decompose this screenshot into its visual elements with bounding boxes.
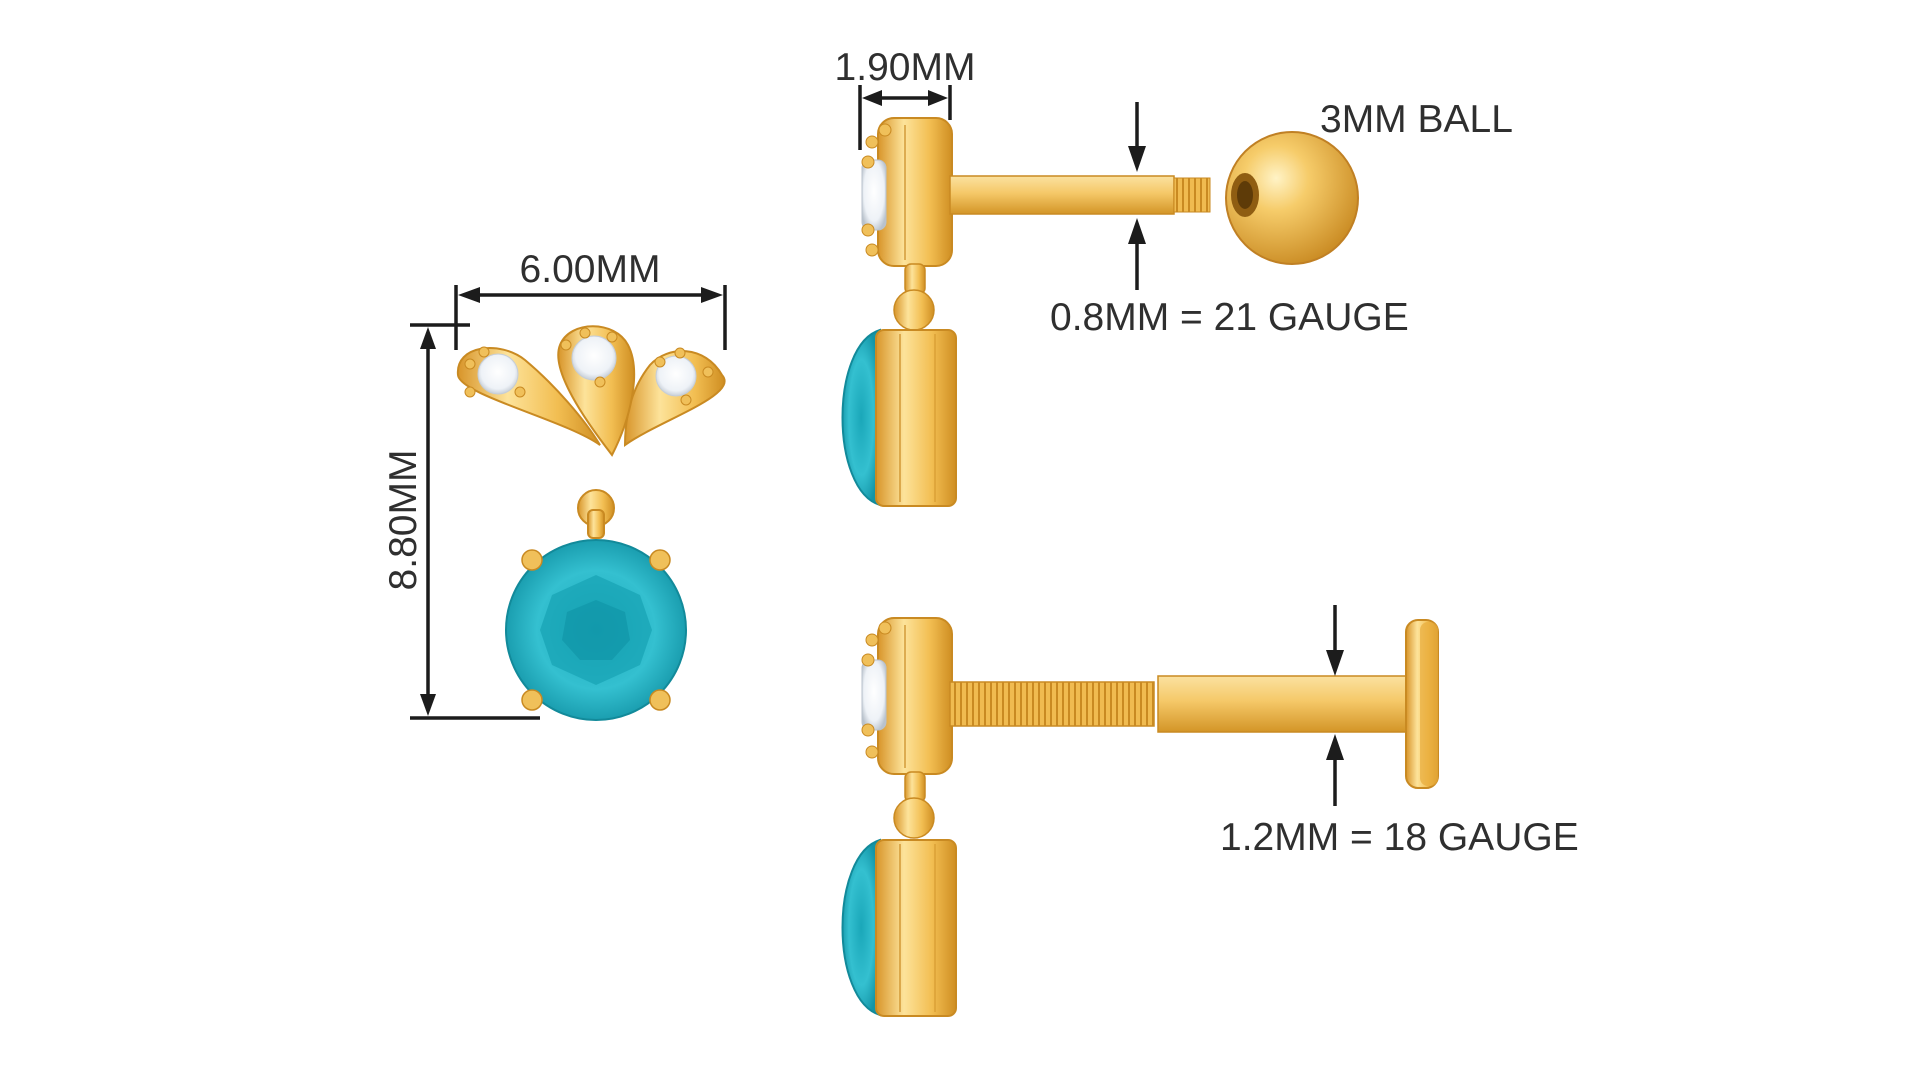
petal-left — [456, 347, 601, 446]
ball-gauge-label: 0.8MM = 21 GAUGE — [1050, 296, 1409, 339]
thickness-dimension: 1.90MM — [835, 46, 976, 150]
bail — [577, 489, 615, 539]
prong-beads — [464, 327, 714, 406]
flat-back-stone — [841, 838, 957, 1017]
ball-view-stone — [841, 328, 957, 507]
flat-back-bail — [893, 771, 935, 839]
ball-gauge-dimension: 0.8MM = 21 GAUGE — [1050, 102, 1409, 339]
thickness-label: 1.90MM — [835, 46, 976, 89]
height-label: 8.80MM — [382, 450, 425, 591]
flat-back-head — [861, 617, 953, 775]
petal-center — [557, 325, 636, 457]
turquoise-stone — [505, 539, 687, 721]
head-side — [861, 117, 953, 267]
threaded-ball — [1225, 131, 1359, 265]
flat-back-gauge-dimension: 1.2MM = 18 GAUGE — [1220, 605, 1579, 859]
ball-post — [949, 175, 1211, 215]
ball-view-bail — [893, 263, 935, 331]
flat-back-gauge-label: 1.2MM = 18 GAUGE — [1220, 816, 1579, 859]
side-view-flat-back: 1.2MM = 18 GAUGE — [841, 605, 1579, 1017]
flat-back-post — [1157, 619, 1439, 789]
width-label: 6.00MM — [520, 248, 661, 291]
front-view: 6.00MM 8.80MM — [382, 248, 727, 721]
height-dimension: 8.80MM — [382, 323, 540, 720]
ball-size-label: 3MM BALL — [1320, 98, 1513, 141]
width-dimension: 6.00MM — [454, 248, 727, 350]
side-view-ball: 1.90MM 3MM BALL 0.8MM = 21 GAUGE — [835, 46, 1513, 507]
petal-right — [623, 350, 726, 447]
threaded-post — [949, 681, 1155, 727]
